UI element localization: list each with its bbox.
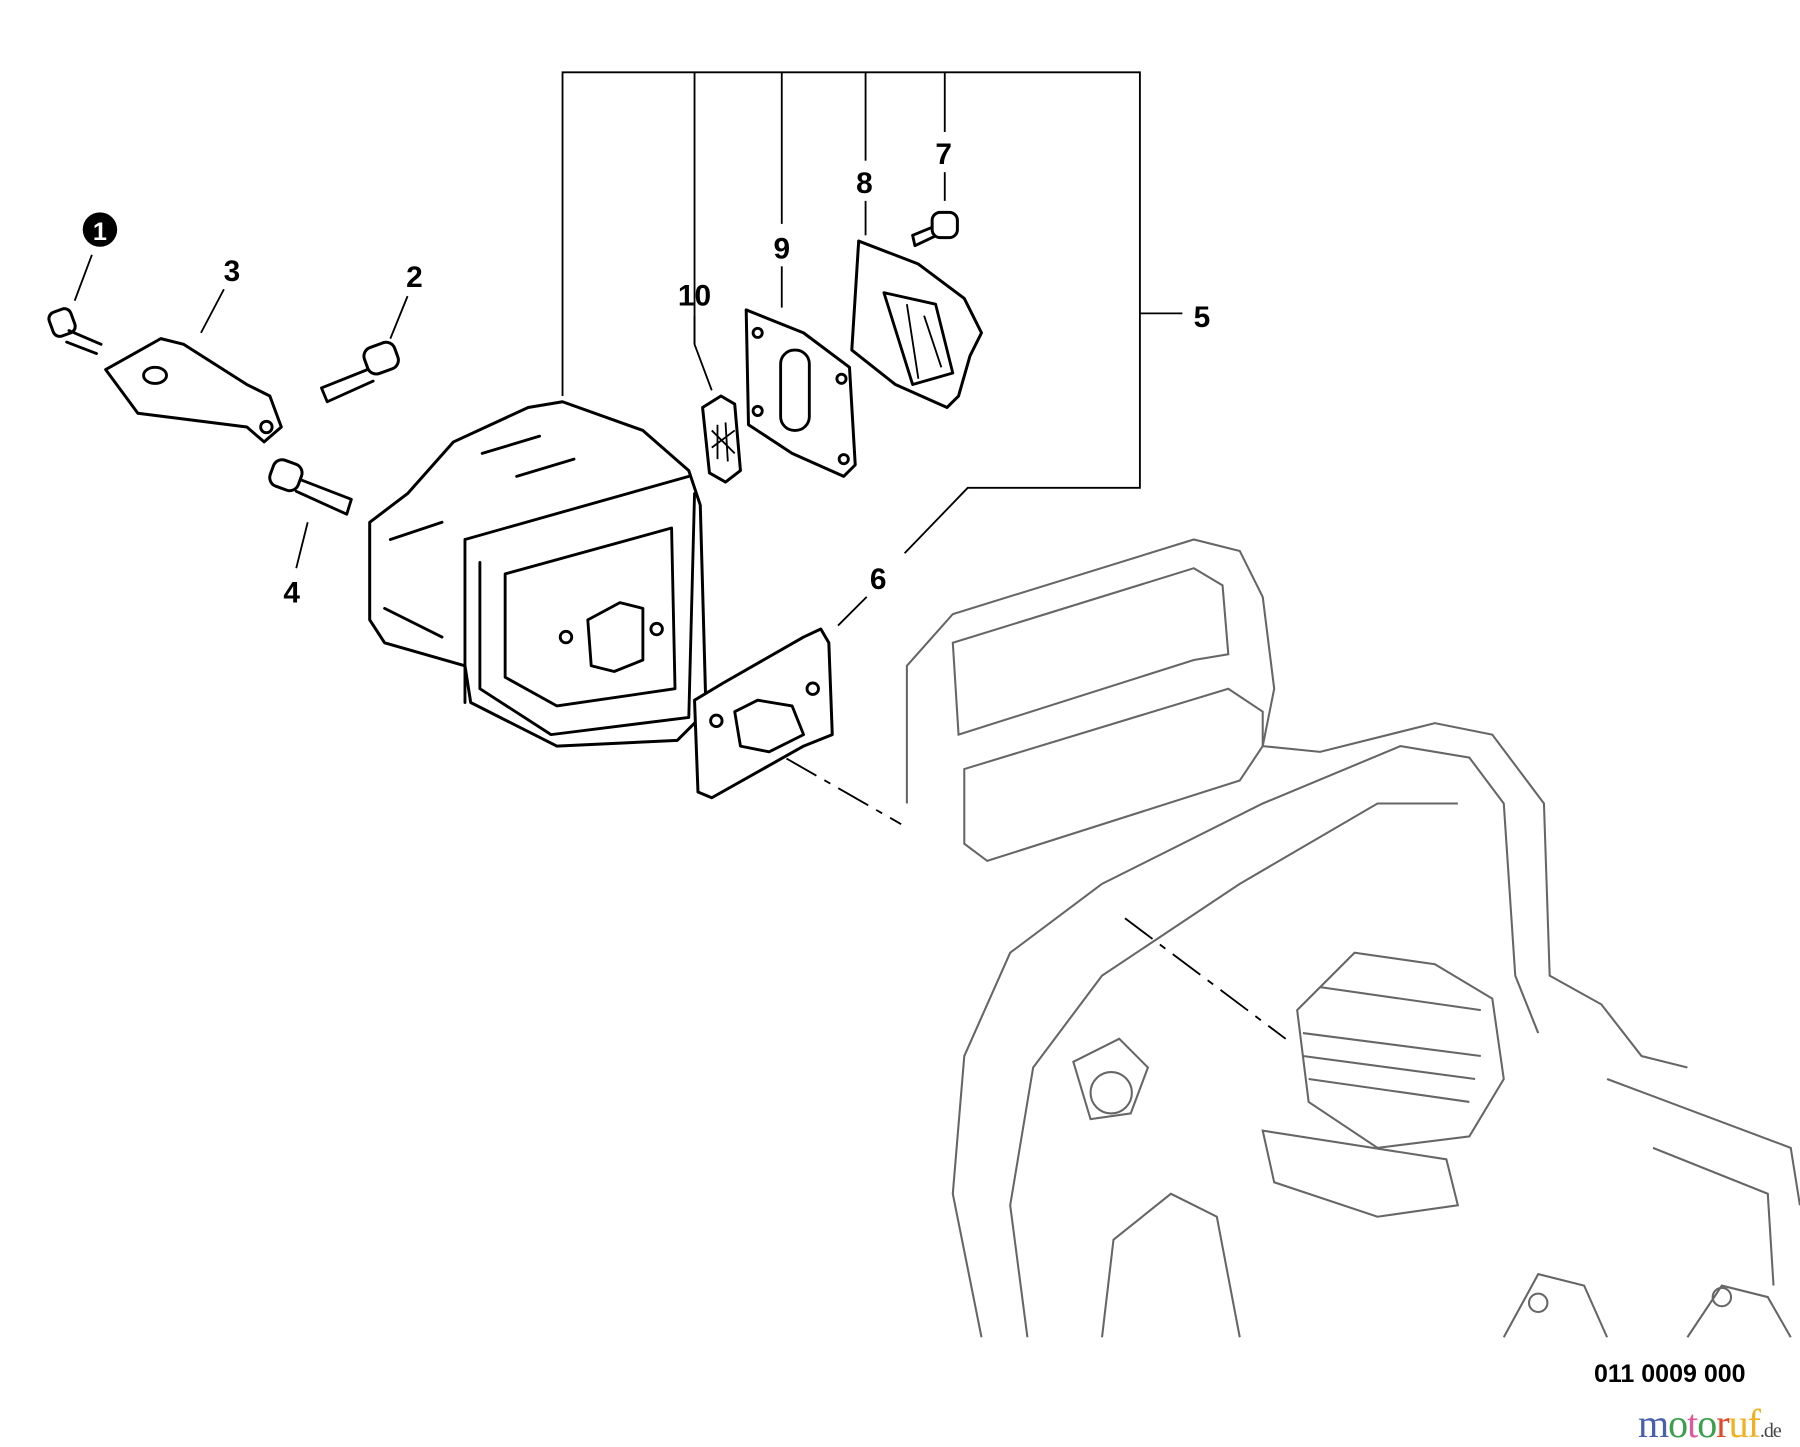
logo-letter: f — [1747, 1401, 1761, 1446]
callout-8: 8 — [856, 167, 873, 200]
chainsaw-body-outline — [905, 538, 1800, 1338]
screw-part-4 — [268, 458, 353, 516]
gasket-part-6 — [693, 627, 834, 800]
callout-10: 10 — [678, 279, 711, 312]
callout-7: 7 — [935, 138, 952, 171]
callout-5: 5 — [1194, 301, 1211, 334]
callout-3: 3 — [224, 255, 241, 288]
logo-letter: u — [1728, 1401, 1749, 1446]
logo-suffix: .de — [1759, 1420, 1782, 1442]
svg-text:1: 1 — [93, 218, 107, 246]
callout-6: 6 — [870, 563, 887, 596]
logo-letter: t — [1687, 1401, 1698, 1446]
logo-letter: m — [1638, 1401, 1669, 1446]
logo-letter: o — [1697, 1401, 1717, 1446]
logo-text: motoruf — [1638, 1401, 1761, 1446]
screw-part-1 — [47, 307, 103, 355]
callout-2: 2 — [406, 261, 423, 294]
motoruf-logo: motoruf.de — [1638, 1400, 1782, 1447]
callout-9: 9 — [773, 232, 790, 265]
muffler-body — [368, 400, 708, 748]
logo-letter: r — [1716, 1401, 1729, 1446]
spark-arrestor-screen-part-10 — [701, 394, 742, 484]
logo-letter: o — [1668, 1401, 1688, 1446]
drawing-code: 011 0009 000 — [1594, 1360, 1746, 1388]
bracket-part-3 — [104, 337, 283, 444]
deflector-cover-part-8 — [850, 239, 983, 409]
callout-1: 1 — [82, 212, 118, 247]
screw-part-2 — [320, 340, 400, 404]
callout-4: 4 — [283, 577, 300, 610]
screw-part-7 — [911, 210, 959, 248]
gasket-part-9 — [744, 308, 857, 478]
